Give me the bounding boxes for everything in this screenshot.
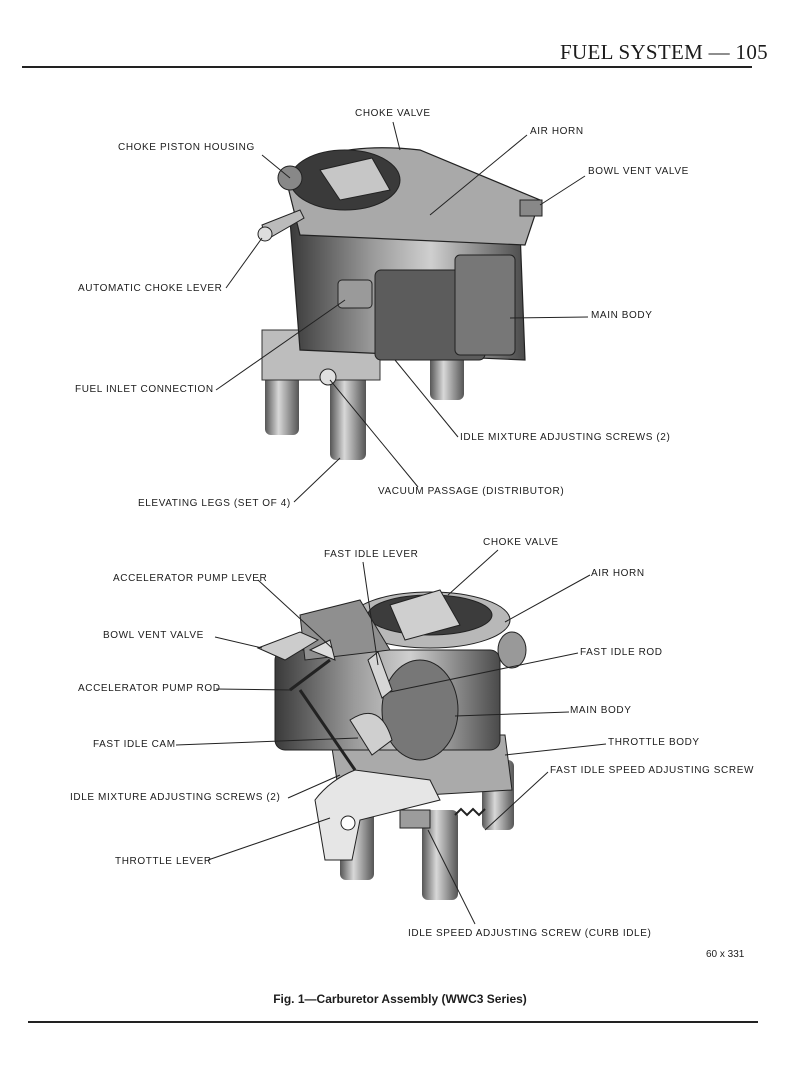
label-throttle-body: THROTTLE BODY [608, 737, 700, 748]
label-idle-speed-adjusting-screw: IDLE SPEED ADJUSTING SCREW (CURB IDLE) [408, 928, 652, 939]
label-fast-idle-rod: FAST IDLE ROD [580, 647, 663, 658]
label-main-body-bottom: MAIN BODY [570, 705, 632, 716]
figure-number: 60 x 331 [706, 949, 745, 960]
leader-lines-top [215, 121, 589, 503]
label-accelerator-pump-rod: ACCELERATOR PUMP ROD [78, 683, 221, 694]
label-main-body: MAIN BODY [591, 310, 653, 321]
bottom-carburetor-drawing [256, 589, 527, 900]
venturi-housing [381, 659, 459, 761]
label-idle-mixture-adjusting-screws: IDLE MIXTURE ADJUSTING SCREWS (2) [460, 432, 671, 443]
label-elevating-legs: ELEVATING LEGS (SET OF 4) [138, 498, 291, 509]
label-air-horn-bottom: AIR HORN [591, 568, 645, 579]
label-choke-piston-housing: CHOKE PISTON HOUSING [118, 142, 255, 153]
choke-plate [319, 157, 391, 201]
label-fast-idle-lever: FAST IDLE LEVER [324, 549, 419, 560]
leader-lines-bottom [175, 549, 607, 925]
header-rule [22, 66, 752, 68]
figure-caption: Fig. 1—Carburetor Assembly (WWC3 Series) [273, 992, 527, 1006]
label-vacuum-passage: VACUUM PASSAGE (DISTRIBUTOR) [378, 486, 565, 497]
label-fast-idle-speed-adjusting-screw: FAST IDLE SPEED ADJUSTING SCREW [550, 765, 755, 776]
page-header: FUEL SYSTEM — 105 [560, 40, 768, 64]
label-fuel-inlet-connection: FUEL INLET CONNECTION [75, 384, 214, 395]
footer-rule [28, 1021, 758, 1023]
label-bowl-vent-valve: BOWL VENT VALVE [588, 166, 689, 177]
label-choke-valve: CHOKE VALVE [355, 108, 431, 119]
top-carburetor-drawing [257, 147, 543, 460]
label-fast-idle-cam: FAST IDLE CAM [93, 739, 176, 750]
choke-plate [389, 589, 461, 641]
label-choke-valve-bottom: CHOKE VALVE [483, 537, 559, 548]
label-idle-mixture-adjusting-screws-bottom: IDLE MIXTURE ADJUSTING SCREWS (2) [70, 792, 281, 803]
label-bowl-vent-valve-bottom: BOWL VENT VALVE [103, 630, 204, 641]
label-throttle-lever: THROTTLE LEVER [115, 856, 212, 867]
elevating-leg [330, 360, 366, 460]
label-automatic-choke-lever: AUTOMATIC CHOKE LEVER [78, 283, 223, 294]
label-air-horn: AIR HORN [530, 126, 584, 137]
label-accelerator-pump-lever: ACCELERATOR PUMP LEVER [113, 573, 268, 584]
